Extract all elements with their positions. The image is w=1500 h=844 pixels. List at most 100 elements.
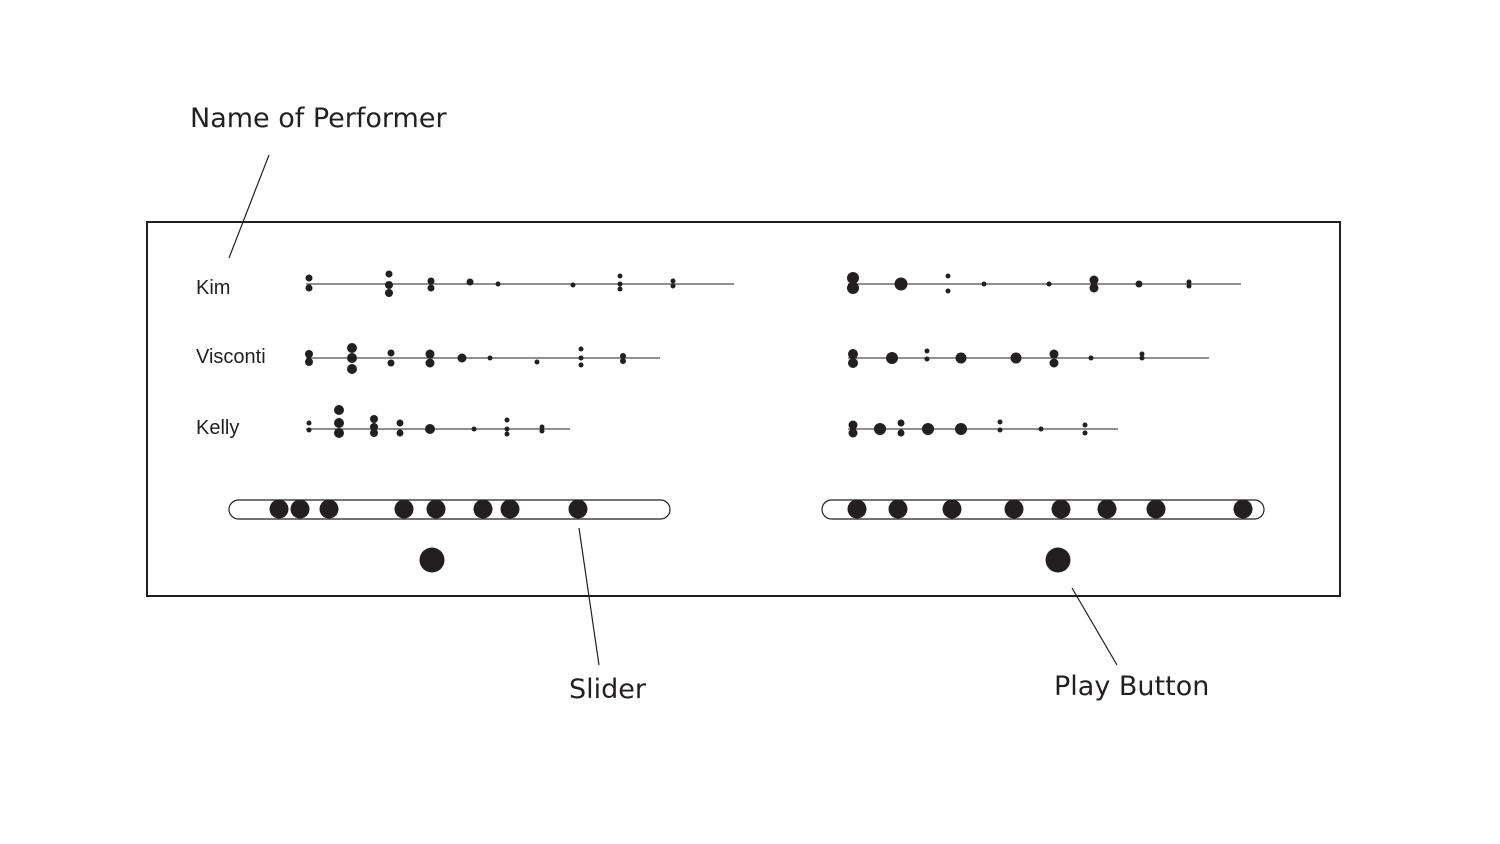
slider-marker: [888, 499, 908, 519]
note-dot: [897, 419, 905, 427]
note-dot: [306, 420, 312, 426]
slider-marker: [1097, 499, 1117, 519]
note-dot: [848, 349, 858, 359]
note-dot: [504, 431, 510, 437]
slider-marker: [394, 499, 414, 519]
note-dot: [578, 346, 584, 352]
note-dot: [570, 282, 576, 288]
note-dot: [385, 270, 393, 278]
note-dot: [955, 352, 967, 364]
note-dot: [504, 426, 510, 432]
note-dot: [425, 358, 435, 368]
play-button-right[interactable]: [1045, 547, 1071, 573]
note-dot: [334, 405, 344, 415]
note-dot: [305, 274, 313, 282]
slider-marker: [290, 499, 310, 519]
note-dot: [396, 419, 404, 427]
note-dot: [924, 348, 930, 354]
note-dot: [1089, 275, 1099, 285]
play-button-callout: Play Button: [1054, 671, 1209, 702]
note-dot: [370, 415, 378, 423]
note-dot: [539, 428, 545, 434]
note-dot: [425, 424, 435, 434]
note-dot: [370, 429, 378, 437]
note-dot: [471, 426, 477, 432]
note-dot: [1186, 279, 1192, 285]
note-dot: [385, 281, 393, 289]
note-dot: [1135, 280, 1143, 288]
note-dot: [847, 272, 859, 284]
note-dot: [620, 358, 626, 364]
note-dot: [847, 282, 859, 294]
note-dot: [1046, 281, 1052, 287]
note-dot: [1038, 426, 1044, 432]
slider-marker: [1051, 499, 1071, 519]
note-dot: [305, 350, 313, 358]
slider-track[interactable]: [821, 499, 1265, 520]
note-dot: [997, 427, 1003, 433]
note-dot: [347, 353, 357, 363]
slider-marker: [942, 499, 962, 519]
slider-callout: Slider: [569, 674, 647, 705]
note-dot: [385, 289, 393, 297]
note-dot: [620, 353, 626, 359]
note-dot: [1082, 422, 1088, 428]
performer-name-kelly: Kelly: [196, 417, 239, 439]
note-dot: [504, 417, 510, 423]
note-dot: [1049, 349, 1059, 359]
performer-name-callout: Name of Performer: [190, 103, 447, 134]
slider-marker: [1146, 499, 1166, 519]
note-dot: [1010, 352, 1022, 364]
note-dot: [617, 281, 623, 287]
slider-marker: [568, 499, 588, 519]
play-button-left[interactable]: [419, 547, 445, 573]
performer-callout-line: [228, 154, 270, 259]
note-dot: [578, 355, 584, 361]
note-dot: [396, 429, 404, 437]
slider-marker: [847, 499, 867, 519]
note-dot: [945, 288, 951, 294]
note-dot: [387, 359, 395, 367]
performer-name-kim: Kim: [196, 277, 230, 299]
note-dot: [487, 355, 493, 361]
note-dot: [617, 273, 623, 279]
note-dot: [981, 281, 987, 287]
slider-marker: [473, 499, 493, 519]
note-dot: [1082, 430, 1088, 436]
slider-marker: [319, 499, 339, 519]
player-panel: [146, 221, 1341, 597]
note-dot: [427, 284, 435, 292]
slider-left[interactable]: [228, 499, 671, 520]
note-dot: [347, 343, 357, 353]
note-dot: [617, 286, 623, 292]
note-dot: [425, 349, 435, 359]
note-dot: [370, 423, 378, 431]
slider-callout-line: [578, 527, 600, 666]
performer-name-visconti: Visconti: [196, 346, 266, 368]
note-dot: [1186, 283, 1192, 289]
note-dot: [306, 427, 312, 433]
note-dot: [334, 428, 344, 438]
slider-marker: [500, 499, 520, 519]
play-button-callout-line: [1071, 587, 1118, 666]
note-dot: [886, 352, 898, 364]
note-dot: [466, 278, 474, 286]
note-dot: [1049, 358, 1059, 368]
slider-marker: [426, 499, 446, 519]
note-dot: [347, 364, 357, 374]
note-dot: [1139, 351, 1145, 357]
slider-marker: [1233, 499, 1253, 519]
note-dot: [334, 418, 344, 428]
slider-right[interactable]: [821, 499, 1265, 520]
note-dot: [305, 358, 313, 366]
note-dot: [1139, 355, 1145, 361]
slider-track[interactable]: [228, 499, 671, 520]
note-dot: [387, 349, 395, 357]
slider-marker: [269, 499, 289, 519]
note-dot: [997, 419, 1003, 425]
note-dot: [874, 423, 886, 435]
note-dot: [945, 273, 951, 279]
note-dot: [457, 353, 467, 363]
note-dot: [670, 278, 676, 284]
note-dot: [534, 359, 540, 365]
